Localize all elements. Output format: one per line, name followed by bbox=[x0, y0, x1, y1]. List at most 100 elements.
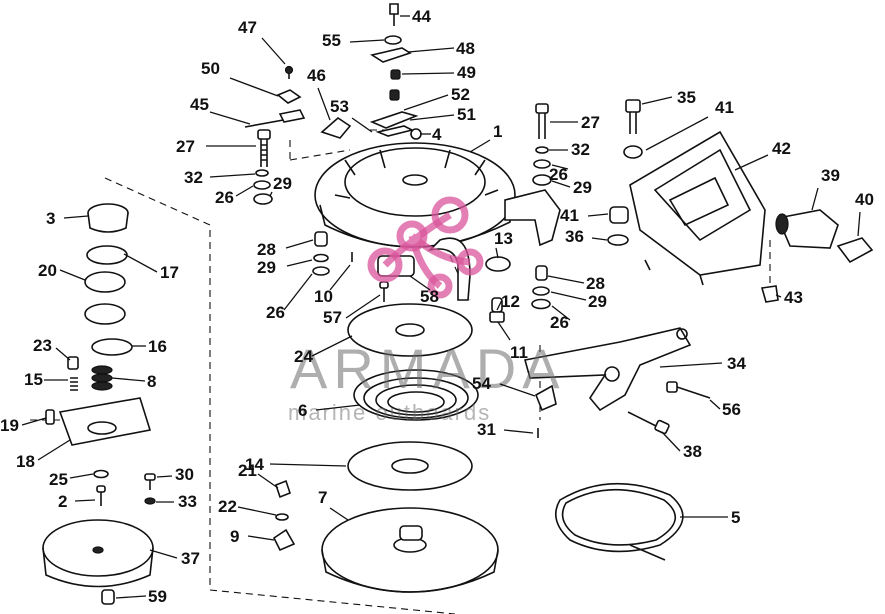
callout-label: 33 bbox=[178, 492, 197, 511]
part-34-lever bbox=[523, 327, 692, 412]
part-55-washer bbox=[384, 35, 402, 45]
callout-leader-line bbox=[247, 535, 275, 541]
part-42-bracket bbox=[629, 130, 766, 286]
callout-label: 28 bbox=[257, 240, 276, 259]
part-17-seal-upper bbox=[86, 245, 128, 265]
callout-leader-line bbox=[551, 180, 571, 188]
callout-label: 27 bbox=[176, 137, 195, 156]
callout-leader-line bbox=[659, 362, 723, 368]
callout-label: 41 bbox=[560, 206, 579, 225]
callout-leader-line bbox=[551, 164, 569, 170]
callout-label: 17 bbox=[160, 263, 179, 282]
part-29-washer-left-lower bbox=[313, 253, 329, 263]
callout-leader-line bbox=[269, 463, 347, 467]
part-20-seal bbox=[84, 271, 126, 293]
callout-leader-line bbox=[503, 429, 534, 434]
callout-label: 40 bbox=[855, 190, 874, 209]
callout-leader-line bbox=[641, 96, 673, 105]
callout-leader-line bbox=[311, 335, 353, 357]
callout-label: 30 bbox=[175, 465, 194, 484]
part-52-pawl-plate bbox=[369, 111, 419, 129]
part-59-bushing bbox=[101, 589, 115, 605]
callout-label: 3 bbox=[46, 209, 55, 228]
callout-leader-line bbox=[709, 399, 721, 410]
callout-leader-line bbox=[409, 114, 455, 121]
callout-label: 19 bbox=[0, 416, 19, 435]
callout-label: 26 bbox=[550, 313, 569, 332]
callout-leader-line bbox=[149, 549, 178, 559]
callout-leader-line bbox=[587, 213, 609, 217]
callout-label: 14 bbox=[245, 455, 264, 474]
part-36-washer bbox=[607, 234, 629, 246]
callout-leader-line bbox=[329, 264, 351, 291]
callout-label: 15 bbox=[24, 370, 43, 389]
callout-label: 57 bbox=[323, 308, 342, 327]
part-14-disk bbox=[347, 441, 473, 491]
callout-label: 29 bbox=[573, 178, 592, 197]
part-18-plate bbox=[58, 397, 152, 446]
callout-leader-line bbox=[496, 299, 503, 311]
watermark: ARMADA marine outboards bbox=[288, 196, 560, 425]
callout-label: 22 bbox=[218, 497, 237, 516]
part-17-seal-lower bbox=[84, 303, 126, 325]
callout-leader-line bbox=[591, 237, 608, 241]
part-4-nut bbox=[410, 128, 422, 140]
callout-label: 21 bbox=[238, 461, 257, 480]
callout-leader-line bbox=[283, 273, 313, 311]
callout-label: 5 bbox=[731, 508, 740, 527]
callout-label: 52 bbox=[451, 85, 470, 104]
callout-leader-line bbox=[345, 294, 381, 319]
callout-label: 35 bbox=[677, 88, 696, 107]
part-19-pin bbox=[45, 409, 55, 425]
callout-label: 55 bbox=[322, 31, 341, 50]
callout-leader-line bbox=[21, 417, 47, 426]
callout-label: 29 bbox=[257, 258, 276, 277]
callout-label: 13 bbox=[494, 229, 513, 248]
callout-leader-line bbox=[661, 431, 681, 452]
callout-leader-line bbox=[229, 77, 279, 97]
callout-leader-line bbox=[857, 211, 861, 237]
callout-label: 12 bbox=[501, 292, 520, 311]
callout-label: 51 bbox=[457, 105, 476, 124]
callout-leader-line bbox=[123, 253, 158, 273]
part-49-spring bbox=[389, 69, 401, 101]
part-7-pulley bbox=[321, 507, 499, 593]
callout-label: 24 bbox=[294, 347, 313, 366]
watermark-logo-knot bbox=[382, 212, 471, 289]
callout-labels: 1234567891011121314151617181920212223242… bbox=[0, 7, 874, 606]
part-54-tab bbox=[534, 384, 557, 412]
watermark-tagline-text: marine outboards bbox=[288, 400, 491, 425]
part-40-insert bbox=[836, 237, 874, 264]
part-23-block bbox=[67, 356, 79, 370]
callout-label: 26 bbox=[549, 165, 568, 184]
callout-label: 27 bbox=[581, 113, 600, 132]
part-9-pawl bbox=[272, 528, 296, 552]
callout-leader-line bbox=[551, 305, 571, 321]
part-26-washer-left-lower bbox=[312, 266, 330, 276]
part-25-washer bbox=[93, 469, 109, 479]
callout-label: 18 bbox=[16, 452, 35, 471]
callout-label: 29 bbox=[588, 292, 607, 311]
part-22-washer bbox=[275, 513, 289, 521]
part-48-bracket bbox=[369, 47, 412, 63]
callout-leader-line bbox=[37, 439, 71, 461]
callout-label: 45 bbox=[190, 95, 209, 114]
part-8-spring bbox=[91, 365, 113, 391]
callout-label: 26 bbox=[215, 188, 234, 207]
callout-label: 4 bbox=[432, 125, 442, 144]
callout-label: 59 bbox=[148, 587, 167, 606]
callout-leader-line bbox=[59, 269, 86, 281]
callout-label: 32 bbox=[571, 140, 590, 159]
callout-label: 20 bbox=[38, 261, 57, 280]
part-46-lever bbox=[320, 116, 352, 139]
callout-leader-line bbox=[55, 347, 71, 361]
callout-label: 6 bbox=[298, 401, 307, 420]
callout-leader-line bbox=[407, 47, 455, 53]
callout-label: 36 bbox=[565, 227, 584, 246]
part-11-spacer bbox=[489, 311, 505, 323]
callout-leader-line bbox=[285, 239, 314, 249]
part-41-bushing-upper bbox=[623, 145, 643, 159]
callout-leader-line bbox=[497, 321, 511, 341]
callout-label: 26 bbox=[266, 303, 285, 322]
callout-leader-line bbox=[156, 475, 173, 478]
